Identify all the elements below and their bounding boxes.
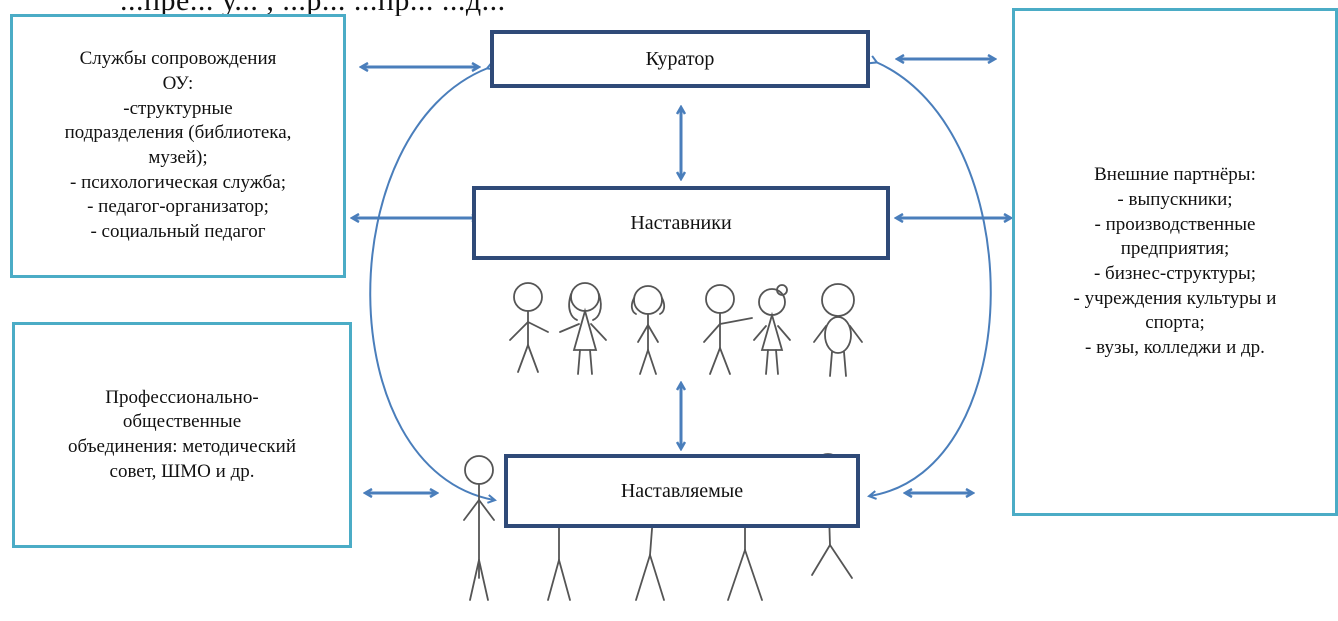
- support-services-box: Службы сопровождения ОУ: -структурные по…: [10, 14, 346, 278]
- mentors-node: Наставники: [472, 186, 890, 260]
- curator-label: Куратор: [645, 48, 715, 70]
- curve-left-curator-mentees: [369, 68, 494, 500]
- cut-off-heading: ...пре... у... , ...р... ...пр... ...д..…: [0, 0, 1338, 16]
- mentor-figure-3: [630, 285, 666, 375]
- mentor-figure-4: [703, 284, 753, 375]
- professional-associations-text: Профессионально- общественные объединени…: [68, 386, 296, 482]
- mentee-figure-1: [463, 455, 495, 601]
- curator-node: Куратор: [490, 30, 870, 88]
- mentees-node: Наставляемые: [504, 454, 860, 528]
- mentor-figure-2: [559, 282, 607, 375]
- stick-figure-group-mentors: [509, 282, 863, 377]
- mentors-label: Наставники: [630, 212, 732, 234]
- external-partners-text: Внешние партнёры: - выпускники; - произв…: [1073, 164, 1277, 359]
- external-partners-box: Внешние партнёры: - выпускники; - произв…: [1012, 8, 1338, 516]
- mentor-figure-1: [509, 282, 549, 373]
- support-services-text: Службы сопровождения ОУ: -структурные по…: [64, 48, 292, 243]
- curve-right-curator-mentees: [870, 62, 992, 496]
- cut-off-heading-text: ...пре... у... , ...р... ...пр... ...д..…: [120, 0, 506, 16]
- mentees-label: Наставляемые: [620, 480, 744, 502]
- mentor-figure-6: [813, 283, 863, 377]
- professional-associations-box: Профессионально- общественные объединени…: [12, 322, 352, 548]
- mentor-figure-5: [753, 284, 791, 375]
